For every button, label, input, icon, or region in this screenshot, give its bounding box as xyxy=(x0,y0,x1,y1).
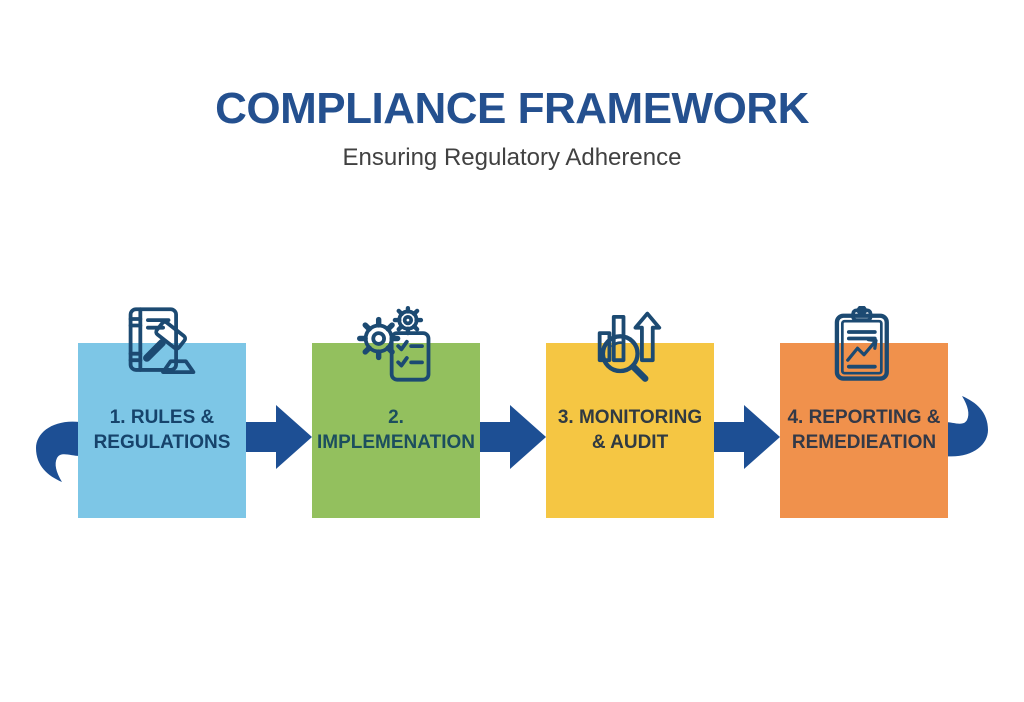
step-label: 3. MONITORING & AUDIT xyxy=(557,407,703,453)
step-label: 1. RULES & REGULATIONS xyxy=(93,407,231,453)
gears-checklist-icon xyxy=(357,306,431,382)
magnifier-chart-icon xyxy=(597,311,662,382)
step-label: 4. REPORTING & REMEDIEATION xyxy=(787,407,941,453)
flow-arrow-icon xyxy=(245,405,312,469)
page-subtitle: Ensuring Regulatory Adherence xyxy=(342,144,682,171)
page-title: COMPLIANCE FRAMEWORK xyxy=(215,84,809,133)
step-box-rules-regulations: 1. RULES & REGULATIONS xyxy=(78,307,246,518)
step-label: 2. IMPLEMENATION xyxy=(317,407,475,453)
right-curved-arrow-icon xyxy=(944,396,988,457)
flow-arrow-icon xyxy=(713,405,780,469)
clipboard-chart-icon xyxy=(834,306,889,381)
step-box-monitoring-audit: 3. MONITORING & AUDIT xyxy=(546,311,714,518)
step-box-implementation: 2. IMPLEMENATION xyxy=(312,306,480,518)
left-curved-arrow-icon xyxy=(36,421,80,482)
law-book-gavel-icon xyxy=(128,307,196,374)
step-box-reporting-remediation: 4. REPORTING & REMEDIEATION xyxy=(780,306,948,518)
flow-arrow-icon xyxy=(479,405,546,469)
